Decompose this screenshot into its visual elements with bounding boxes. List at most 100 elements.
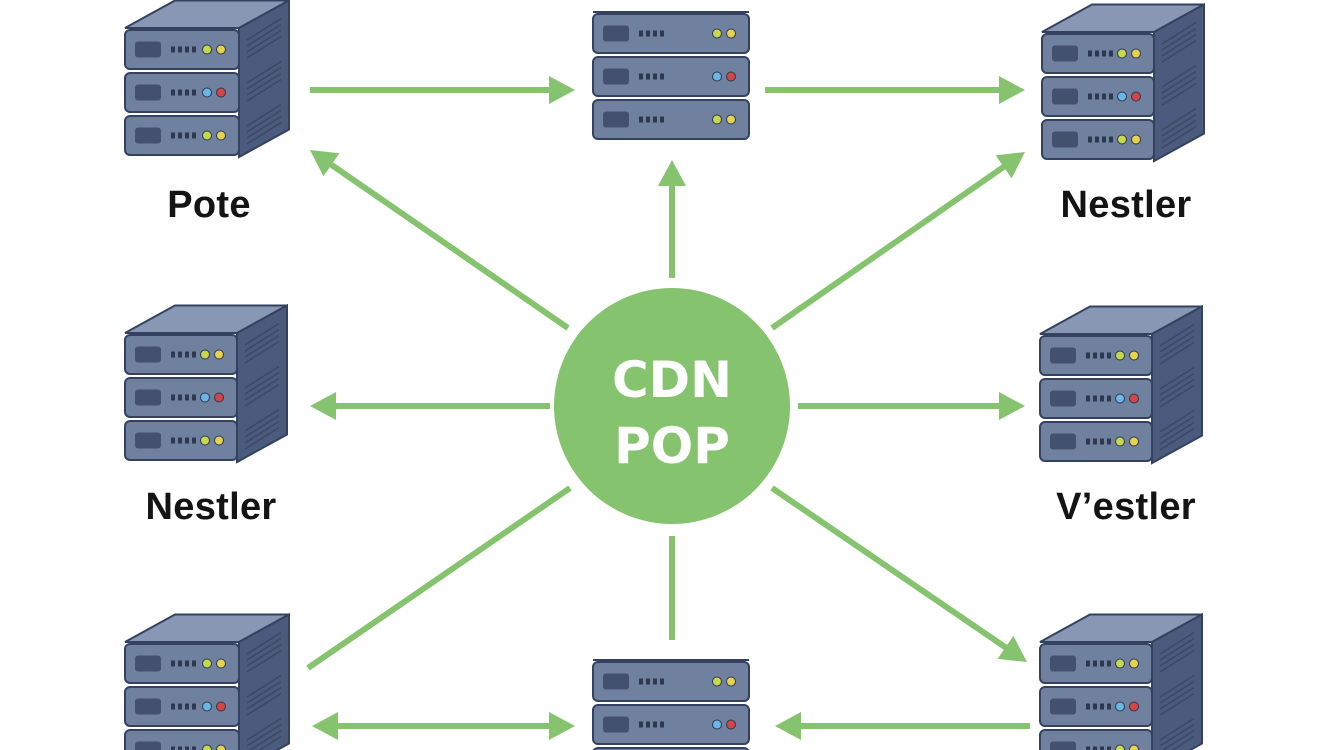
vent-line [1159,649,1195,673]
vent-line [1159,692,1195,716]
status-led [214,349,224,360]
port [192,394,196,401]
status-led [1131,48,1141,59]
drive-bay [135,741,161,750]
server-unit [592,56,750,97]
vent-line [1161,27,1197,51]
arrow-head [999,392,1025,420]
vent-line [1159,631,1195,655]
port [1100,660,1104,667]
vent-line [258,735,282,750]
status-led [1117,48,1127,59]
vent-line [1161,82,1197,106]
port [1093,703,1097,710]
port [192,746,196,750]
port [1088,50,1092,57]
server-side [238,612,290,750]
vent-line [1161,125,1197,149]
arrow-layer [306,76,1030,740]
drive-bay [603,716,629,733]
vent-line [244,371,280,395]
port [660,30,664,37]
server-rack-top-left [124,0,290,159]
vent-line [244,334,280,358]
vent-line [1159,723,1195,747]
arrow-hub-to-bottom-right [770,485,1027,662]
status-led [1129,393,1139,404]
vent-line [246,72,282,96]
vent-line [244,365,280,389]
port [1100,395,1104,402]
port [1095,136,1099,143]
vent-line [246,60,282,84]
status-led [1115,658,1125,669]
port [1102,136,1106,143]
server-rack-bottom-center [592,659,750,750]
port [185,660,189,667]
status-led [1115,350,1125,361]
status-led [200,392,210,403]
status-led [216,44,226,55]
status-led [1115,393,1125,404]
hub-circle [554,288,790,524]
vent-line [1161,76,1197,100]
server-side [1151,612,1203,750]
vent-line [1161,119,1197,143]
drive-bay [603,673,629,690]
port [1086,352,1090,359]
drive-bay [1050,390,1076,407]
line-hub-to-bottom-left [306,485,572,671]
port [653,721,657,728]
hub-label-line2: POP [614,417,730,475]
vent-line [246,649,282,673]
port [185,89,189,96]
port [646,73,650,80]
vent-line [246,103,282,127]
port [639,73,643,80]
server-rack-bottom-right [1039,612,1203,750]
status-led [202,130,212,141]
port [653,30,657,37]
port [1107,660,1111,667]
port [185,351,189,358]
drive-bay [1050,433,1076,450]
port [185,132,189,139]
status-led [214,435,224,446]
port [192,660,196,667]
port [639,116,643,123]
vent-line [1159,717,1195,741]
status-led [712,676,722,687]
port [1107,438,1111,445]
status-led [216,701,226,712]
vent-line [1159,384,1195,408]
vent-line [1161,70,1197,94]
vent-line [244,377,280,401]
vent-line [1161,39,1197,63]
port [178,351,182,358]
port [171,89,175,96]
status-led [726,28,736,39]
vent-line [246,686,282,710]
port [639,678,643,685]
port [171,132,175,139]
vent-line [1159,323,1195,347]
port [192,132,196,139]
port [171,351,175,358]
port [646,721,650,728]
vent-line [1161,33,1197,57]
port [192,437,196,444]
status-led [726,676,736,687]
vent-line [1161,21,1197,45]
arrow-head [549,712,575,740]
vent-line [1159,643,1195,667]
vent-line [246,674,282,698]
status-led [712,71,722,82]
drive-bay [135,698,161,715]
status-led [1129,350,1139,361]
drive-bay [603,111,629,128]
vent-line [246,631,282,655]
port [660,721,664,728]
vent-line [1159,637,1195,661]
vent-line [246,66,282,90]
vent-line [246,29,282,53]
